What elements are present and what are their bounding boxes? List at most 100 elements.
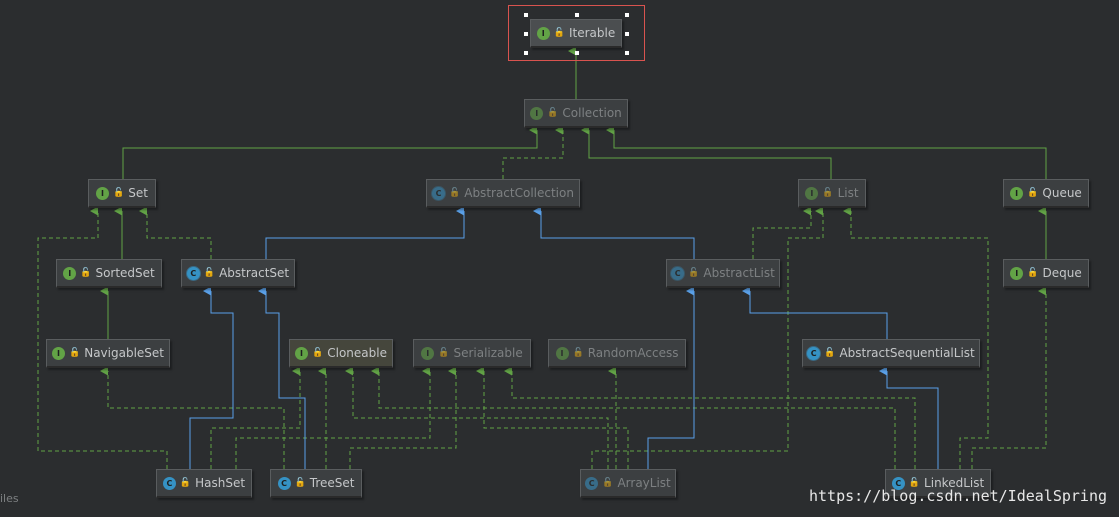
resize-handle-se[interactable] — [625, 51, 629, 55]
lock-icon: 🔓 — [908, 478, 921, 488]
resize-handle-w[interactable] — [524, 32, 528, 36]
edge-abstractset-abstractcollection — [265, 206, 465, 259]
resize-handle-s[interactable] — [575, 51, 579, 55]
lock-icon: 🔓 — [69, 348, 81, 358]
lock-icon: 🔓 — [822, 188, 834, 198]
interface-icon: I — [536, 26, 550, 40]
node-queue[interactable]: I 🔓 Queue — [1003, 179, 1089, 208]
edge-abstractlist-list — [752, 206, 812, 259]
class-icon: C — [891, 476, 905, 490]
node-array-list[interactable]: C 🔓 ArrayList — [580, 469, 676, 498]
node-hash-set[interactable]: C 🔓 HashSet — [156, 469, 252, 498]
abstract-class-icon: C — [432, 186, 446, 200]
lock-icon: 🔓 — [294, 478, 306, 488]
edge-treeset-navigableset — [99, 366, 285, 469]
resize-handle-e[interactable] — [625, 32, 629, 36]
selection-frame — [508, 5, 645, 61]
lock-icon: 🔓 — [547, 108, 559, 118]
node-label: LinkedList — [924, 476, 985, 490]
node-random-access[interactable]: I 🔓 RandomAccess — [548, 339, 686, 368]
node-label: AbstractCollection — [464, 186, 574, 200]
lock-icon: 🔓 — [80, 268, 92, 278]
edge-list-collection — [580, 125, 832, 179]
interface-icon: I — [52, 346, 65, 360]
lock-icon: 🔓 — [203, 268, 216, 278]
node-iterable[interactable]: I 🔓 Iterable — [530, 19, 622, 48]
resize-handle-n[interactable] — [575, 13, 579, 17]
node-label: SortedSet — [95, 266, 155, 280]
lock-icon: 🔓 — [1027, 188, 1039, 198]
lock-icon: 🔓 — [312, 348, 324, 358]
node-tree-set[interactable]: C 🔓 TreeSet — [270, 469, 362, 498]
interface-icon: I — [805, 186, 819, 200]
resize-handle-sw[interactable] — [524, 51, 528, 55]
resize-handle-nw[interactable] — [524, 13, 528, 17]
edge-treeset-abstractset — [257, 286, 306, 469]
node-label: List — [837, 186, 859, 200]
lock-icon: 🔓 — [602, 478, 614, 488]
node-set[interactable]: I 🔓 Set — [88, 179, 156, 208]
lock-icon: 🔓 — [824, 348, 836, 358]
node-label: Cloneable — [327, 346, 387, 360]
node-label: ArrayList — [617, 476, 671, 490]
node-label: AbstractSequentialList — [839, 346, 975, 360]
class-icon: C — [162, 476, 176, 490]
edge-abstractcollection-collection — [502, 125, 564, 179]
abstract-class-icon: C — [186, 266, 200, 280]
edge-set-collection — [122, 125, 538, 179]
node-serializable[interactable]: I 🔓 Serializable — [413, 339, 531, 368]
interface-icon: I — [421, 346, 435, 360]
node-cloneable[interactable]: I 🔓 Cloneable — [289, 339, 393, 368]
watermark: https://blog.csdn.net/IdealSpring — [808, 487, 1107, 505]
node-label: NavigableSet — [84, 346, 164, 360]
node-label: Set — [128, 186, 148, 200]
node-abstract-sequential-list[interactable]: C 🔓 AbstractSequentialList — [802, 339, 980, 368]
node-abstract-list[interactable]: C 🔓 AbstractList — [666, 259, 780, 288]
abstract-class-icon: C — [807, 346, 821, 360]
edge-linkedlist-list — [842, 206, 989, 469]
interface-icon: I — [63, 266, 77, 280]
node-list[interactable]: I 🔓 List — [798, 179, 866, 208]
interface-icon: I — [295, 346, 309, 360]
lock-icon: 🔓 — [438, 348, 450, 358]
node-abstract-set[interactable]: C 🔓 AbstractSet — [181, 259, 295, 288]
resize-handle-ne[interactable] — [625, 13, 629, 17]
lock-icon: 🔓 — [688, 268, 700, 278]
edge-abstractlist-abstractcollection — [532, 206, 695, 259]
node-deque[interactable]: I 🔓 Deque — [1003, 259, 1089, 288]
interface-icon: I — [555, 346, 569, 360]
node-label: RandomAccess — [587, 346, 679, 360]
node-label: AbstractList — [703, 266, 775, 280]
lock-icon: 🔓 — [179, 478, 192, 488]
abstract-class-icon: C — [671, 266, 685, 280]
node-sorted-set[interactable]: I 🔓 SortedSet — [56, 259, 162, 288]
edge-queue-collection — [605, 125, 1047, 179]
node-label: Deque — [1042, 266, 1082, 280]
edge-hashset-abstractset — [189, 286, 234, 469]
edge-arraylist-serializable — [475, 366, 629, 469]
edge-hashset-cloneable — [210, 366, 301, 469]
edge-linkedlist-serializable — [503, 366, 916, 469]
node-navigable-set[interactable]: I 🔓 NavigableSet — [46, 339, 170, 368]
node-label: AbstractSet — [219, 266, 290, 280]
edge-linkedlist-cloneable — [370, 366, 896, 469]
node-label: TreeSet — [309, 476, 355, 490]
edge-treeset-serializable — [349, 366, 457, 469]
sidebar-fragment-text: iles — [0, 492, 19, 505]
node-linked-list[interactable]: C 🔓 LinkedList — [885, 469, 991, 498]
node-abstract-collection[interactable]: C 🔓 AbstractCollection — [426, 179, 580, 208]
node-label: HashSet — [195, 476, 246, 490]
node-collection[interactable]: I 🔓 Collection — [524, 99, 628, 128]
lock-icon: 🔓 — [553, 28, 565, 38]
lock-icon: 🔓 — [572, 348, 584, 358]
node-label: Serializable — [453, 346, 523, 360]
edge-linkedlist-abstractsequentiallist — [878, 366, 939, 469]
node-label: Queue — [1042, 186, 1082, 200]
interface-icon: I — [530, 106, 544, 120]
edge-arraylist-list — [591, 206, 824, 469]
lock-icon: 🔓 — [113, 188, 125, 198]
interface-icon: I — [1010, 266, 1024, 280]
class-icon: C — [277, 476, 291, 490]
lock-icon: 🔓 — [1027, 268, 1039, 278]
edge-abstractsequentiallist-abstractlist — [741, 286, 888, 339]
